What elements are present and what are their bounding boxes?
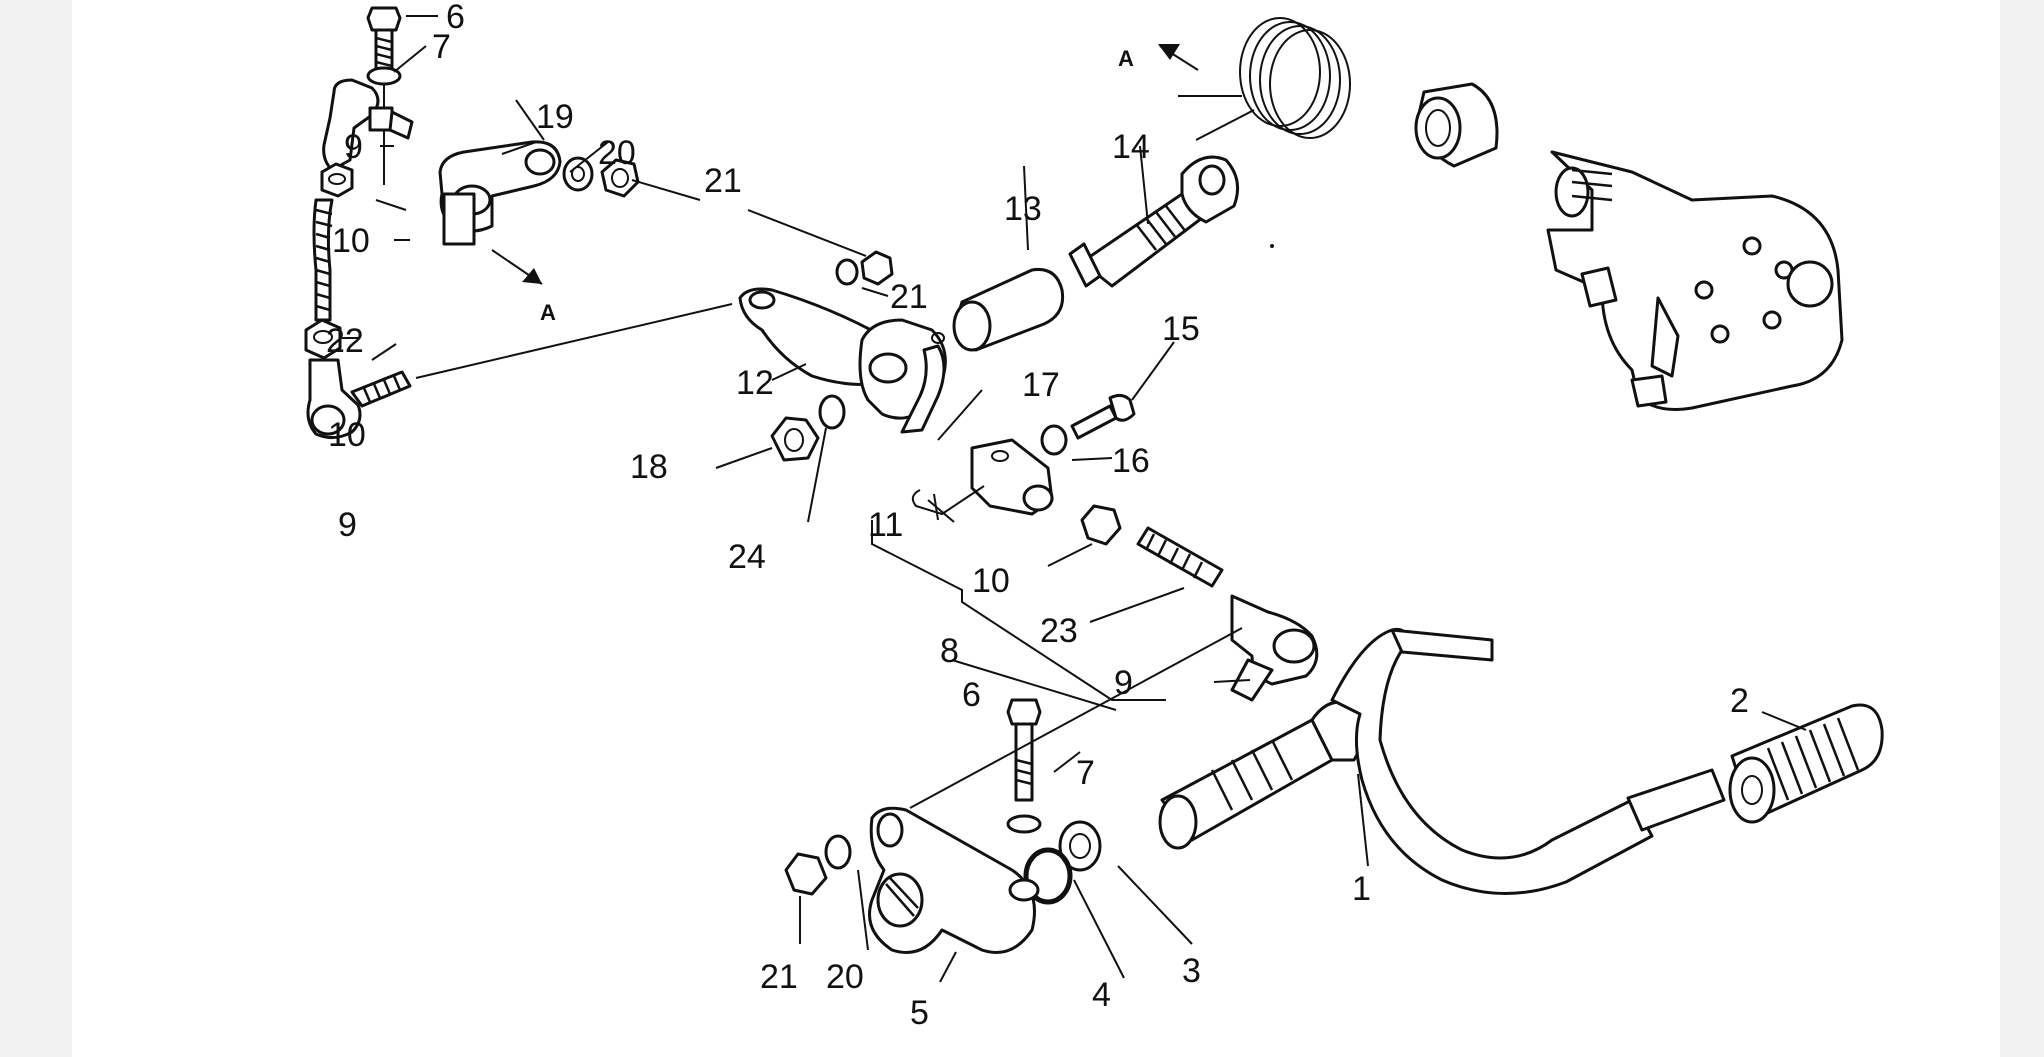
nut-10-lower bbox=[1080, 504, 1122, 546]
callout-10-mid: 10 bbox=[328, 416, 366, 454]
callout-21-top: 21 bbox=[704, 162, 742, 200]
callout-17: 17 bbox=[1022, 366, 1060, 404]
arrow-label-a-left: A bbox=[540, 300, 556, 325]
footrest-2 bbox=[1728, 703, 1884, 824]
callout-1: 1 bbox=[1352, 870, 1371, 908]
callout-23: 23 bbox=[1040, 612, 1078, 650]
callout-4: 4 bbox=[1092, 976, 1111, 1014]
washer-7-bottom bbox=[1006, 814, 1042, 834]
pivot-bracket bbox=[1546, 150, 1844, 411]
ring-4 bbox=[1023, 847, 1073, 905]
callout-16: 16 bbox=[1112, 442, 1150, 480]
washer-24 bbox=[818, 394, 846, 430]
washer-16 bbox=[1040, 424, 1068, 456]
bolt-6-bottom bbox=[1006, 698, 1042, 802]
nut-18 bbox=[770, 416, 820, 462]
callout-7-bottom: 7 bbox=[1076, 754, 1095, 792]
washer-21-mid bbox=[835, 258, 859, 286]
callout-21-mid: 21 bbox=[890, 278, 928, 316]
callout-7-top: 7 bbox=[432, 28, 451, 66]
callout-9-top: 9 bbox=[344, 128, 363, 166]
callout-9-lower: 9 bbox=[1114, 664, 1133, 702]
callout-20-bottom: 20 bbox=[826, 958, 864, 996]
nut-10-top bbox=[320, 162, 354, 198]
callout-3: 3 bbox=[1182, 952, 1201, 990]
nut-10-mid bbox=[304, 318, 342, 360]
callout-9-bottom: 9 bbox=[338, 506, 357, 544]
bush bbox=[1414, 82, 1499, 168]
washer-20-bottom bbox=[824, 834, 852, 870]
callout-20-top: 20 bbox=[598, 134, 636, 172]
callout-12: 12 bbox=[736, 364, 774, 402]
callout-6-top: 6 bbox=[446, 0, 465, 36]
callout-13: 13 bbox=[1004, 190, 1042, 228]
callout-11: 11 bbox=[868, 506, 903, 544]
callout-18: 18 bbox=[630, 448, 668, 486]
speck bbox=[1270, 244, 1274, 248]
ball-joint-9-bottom bbox=[306, 358, 412, 439]
callout-22: 22 bbox=[326, 322, 364, 360]
callout-14: 14 bbox=[1112, 128, 1150, 166]
shift-lever-12 bbox=[738, 287, 947, 434]
nut-21-mid bbox=[860, 250, 894, 286]
parts-diagram-sheet: 6 7 9 19 20 21 10 22 10 9 12 21 13 14 15… bbox=[72, 0, 2000, 1057]
washer-20-top bbox=[562, 156, 594, 192]
lever-19 bbox=[438, 140, 562, 246]
arrow-a-top bbox=[1158, 44, 1199, 71]
callout-21-bottom: 21 bbox=[760, 958, 798, 996]
callout-15: 15 bbox=[1162, 310, 1200, 348]
pin-14 bbox=[1068, 155, 1240, 288]
callout-19: 19 bbox=[536, 98, 574, 136]
cotter-pin-11 bbox=[911, 485, 985, 523]
bushing-13 bbox=[952, 267, 1065, 352]
bolt-6-top bbox=[366, 6, 402, 78]
clevis-11 bbox=[970, 438, 1054, 516]
ball-joint-9-top bbox=[322, 78, 414, 172]
arrow-label-a-top: A bbox=[1118, 46, 1134, 71]
callout-2: 2 bbox=[1730, 682, 1749, 720]
callout-6-bottom: 6 bbox=[962, 676, 981, 714]
callout-5: 5 bbox=[910, 994, 929, 1032]
gear-lever-1 bbox=[1158, 627, 1726, 895]
callout-10-top: 10 bbox=[332, 222, 370, 260]
arrow-a-left bbox=[491, 249, 543, 285]
rod-23 bbox=[1136, 526, 1224, 588]
nut-21-bottom bbox=[784, 852, 828, 896]
washer-3 bbox=[1058, 820, 1102, 872]
callout-10-lower: 10 bbox=[972, 562, 1010, 600]
callout-8: 8 bbox=[940, 632, 959, 670]
spring bbox=[1178, 17, 1351, 141]
rod-22 bbox=[312, 198, 334, 322]
bolt-15 bbox=[1070, 393, 1136, 440]
ball-joint-9-lower bbox=[1230, 594, 1319, 702]
callout-24: 24 bbox=[728, 538, 766, 576]
lever-5 bbox=[868, 806, 1040, 954]
exploded-view-diagram: 6 7 9 19 20 21 10 22 10 9 12 21 13 14 15… bbox=[304, 0, 1884, 1032]
leader-lines bbox=[340, 15, 1807, 983]
